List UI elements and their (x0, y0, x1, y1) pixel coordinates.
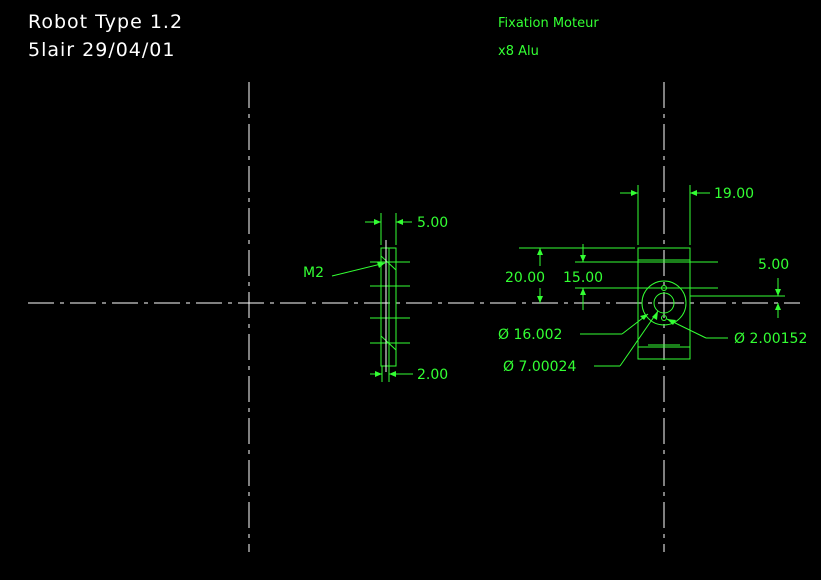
front-dim-offset-right (690, 278, 785, 318)
side-dim-bottom (370, 366, 413, 382)
front-dim-height-inner (575, 244, 718, 310)
front-dim-height-total (519, 247, 635, 303)
dia-small-label: Ø 2.00152 (734, 331, 807, 347)
side-dim-top (365, 213, 412, 245)
side-width-bottom-label: 2.00 (417, 367, 448, 383)
drawing-title: Robot Type 1.2 (28, 11, 183, 33)
dia-bore-label: Ø 7.00024 (503, 359, 576, 375)
author-date: 5lair 29/04/01 (28, 39, 175, 61)
dia-small-leader (666, 318, 728, 339)
part-quantity-material: x8 Alu (498, 44, 539, 59)
dia-outer-label: Ø 16.002 (498, 327, 562, 343)
height-inner-label: 15.00 (563, 270, 603, 286)
part-name: Fixation Moteur (498, 16, 599, 31)
dia-bore-leader (594, 310, 659, 367)
thread-leader (331, 262, 386, 277)
height-total-label: 20.00 (505, 270, 545, 286)
dia-outer-leader (580, 313, 649, 335)
thread-label: M2 (303, 265, 324, 281)
front-dim-top (620, 185, 710, 245)
side-width-top-label: 5.00 (417, 215, 448, 231)
side-view (370, 240, 410, 372)
front-width-label: 19.00 (714, 186, 754, 202)
offset-right-label: 5.00 (758, 257, 789, 273)
